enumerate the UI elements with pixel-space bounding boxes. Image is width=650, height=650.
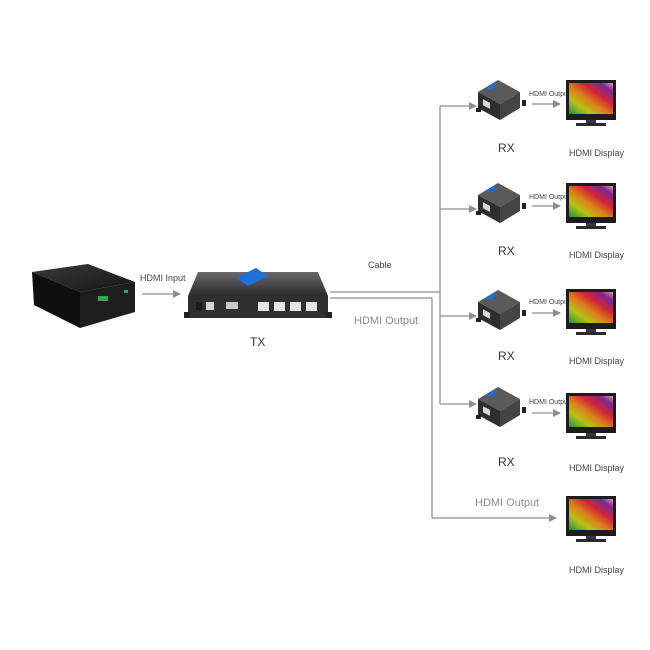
- monitor-display-icon: [566, 183, 616, 229]
- rx-label: RX: [498, 244, 515, 258]
- source-media-player-icon: [32, 264, 135, 328]
- hdmi-display-label: HDMI Display: [569, 565, 625, 575]
- rx-receiver-1: RX HDMI Output HDMI Display: [476, 80, 625, 158]
- rx-receiver-icon: [476, 290, 526, 330]
- hdmi-output-small-label: HDMI Output: [529, 399, 570, 406]
- cable-label: Cable: [368, 260, 392, 270]
- rx-receiver-icon: [476, 80, 526, 120]
- monitor-display-icon: [566, 80, 616, 126]
- rx-receiver-icon: [476, 183, 526, 223]
- cable-lines: [330, 106, 441, 518]
- hdmi-output-small-label: HDMI Output: [529, 194, 570, 201]
- branch-arrows: [432, 102, 557, 522]
- hdmi-output-bottom-label: HDMI Output: [475, 497, 539, 509]
- rx-receiver-3: RX HDMI Output HDMI Display: [476, 289, 625, 366]
- tx-label: TX: [250, 335, 265, 349]
- rx-receiver-icon: [476, 387, 526, 427]
- monitor-display-icon: [566, 496, 616, 542]
- hdmi-display-label: HDMI Display: [569, 356, 625, 366]
- hdmi-output-main-label: HDMI Output: [354, 315, 418, 327]
- hdmi-display-label: HDMI Display: [569, 463, 625, 473]
- hdmi-output-small-label: HDMI Output: [529, 91, 570, 98]
- rx-label: RX: [498, 141, 515, 155]
- monitor-display-icon: [566, 289, 616, 335]
- direct-display: HDMI Display: [566, 496, 625, 575]
- rx-receiver-2: RX HDMI Output HDMI Display: [476, 183, 625, 260]
- rx-label: RX: [498, 455, 515, 469]
- monitor-display-icon: [566, 393, 616, 439]
- tx-transmitter-icon: [184, 268, 332, 318]
- hdmi-output-small-label: HDMI Output: [529, 299, 570, 306]
- rx-receiver-4: RX HDMI Output HDMI Display: [476, 387, 625, 473]
- hdmi-input-label: HDMI Input: [140, 273, 186, 283]
- hdmi-display-label: HDMI Display: [569, 250, 625, 260]
- rx-label: RX: [498, 349, 515, 363]
- hdmi-display-label: HDMI Display: [569, 148, 625, 158]
